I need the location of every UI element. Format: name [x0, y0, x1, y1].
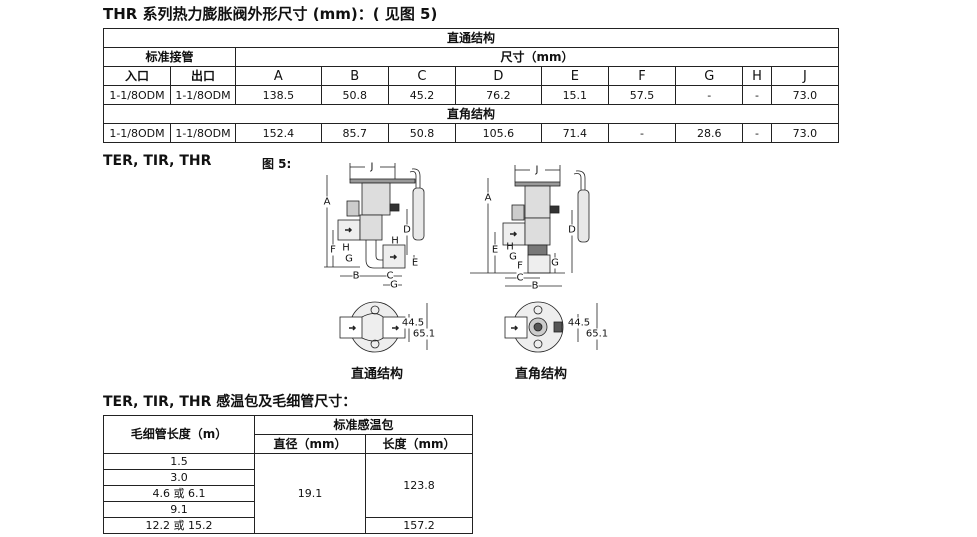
dim-label: G	[509, 251, 517, 263]
inlet-header: 入口	[103, 66, 171, 86]
dim-label: 65.1	[585, 328, 609, 340]
col-header: J	[770, 66, 840, 86]
cell: -	[607, 123, 677, 143]
models-label: TER, TIR, THR	[103, 153, 212, 169]
dim-label: F	[330, 244, 336, 256]
dim-label: D	[403, 224, 411, 236]
dim-label: B	[352, 270, 360, 282]
caption-angle: 直角结构	[514, 367, 568, 382]
col-header: H	[742, 66, 772, 86]
cell: 1-1/8ODM	[170, 85, 236, 105]
cell: 73.0	[770, 85, 840, 105]
col-header: F	[607, 66, 677, 86]
cell: 1.5	[103, 453, 255, 470]
section-straight: 直通结构	[103, 28, 839, 48]
caption-straight: 直通结构	[350, 367, 404, 382]
dim-label: B	[531, 280, 539, 292]
cell: -	[675, 85, 744, 105]
cell: 57.5	[607, 85, 677, 105]
outlet-header: 出口	[170, 66, 236, 86]
col-header: A	[235, 66, 322, 86]
dim-header: 尺寸（mm）	[235, 47, 839, 67]
col-header: C	[387, 66, 457, 86]
cell: 50.8	[320, 85, 389, 105]
dim-label: C	[516, 272, 524, 284]
col-header: D	[455, 66, 542, 86]
col-header: G	[675, 66, 744, 86]
dim-label: A	[323, 196, 331, 208]
dim-label: J	[535, 164, 539, 176]
cell: 152.4	[235, 123, 322, 143]
dim-label: G	[551, 257, 559, 269]
cell: 3.0	[103, 469, 255, 486]
cell: 4.6 或 6.1	[103, 485, 255, 502]
dim-label: H	[391, 235, 399, 247]
dim-label: C	[386, 270, 394, 282]
valve-dimensions-table: 直通结构 标准接管尺寸（mm） 入口 出口 A B C D E F G H J …	[103, 28, 840, 143]
cell: 28.6	[675, 123, 744, 143]
col-header: B	[320, 66, 389, 86]
dim-label: E	[411, 257, 419, 269]
angle-valve-drawing	[470, 165, 598, 353]
cell: 19.1	[254, 453, 366, 534]
cell: 157.2	[365, 517, 473, 534]
dim-label: E	[491, 244, 499, 256]
dim-label: 44.5	[567, 317, 591, 329]
cell: 76.2	[455, 85, 542, 105]
cell: 1-1/8ODM	[103, 123, 171, 143]
cap-length-header: 毛细管长度（m）	[103, 415, 255, 454]
table-row: 12.2 或 15.2 157.2	[103, 517, 473, 534]
cell: 138.5	[235, 85, 322, 105]
dim-label: 65.1	[412, 328, 436, 340]
cell: 15.1	[540, 85, 609, 105]
cell: -	[742, 123, 772, 143]
bulb-section-title: TER, TIR, THR 感温包及毛细管尺寸：	[103, 394, 357, 410]
page-title: THR 系列热力膨胀阀外形尺寸 (mm)：( 见图 5)	[103, 5, 438, 23]
diameter-header: 直径（mm）	[254, 434, 366, 454]
cell: 45.2	[387, 85, 457, 105]
dim-label: G	[345, 253, 353, 265]
dim-label: G	[390, 279, 398, 291]
col-header: E	[540, 66, 609, 86]
dim-label: J	[370, 161, 374, 173]
cell: 73.0	[770, 123, 840, 143]
cell: 1-1/8ODM	[170, 123, 236, 143]
cell: 71.4	[540, 123, 609, 143]
cell: 12.2 或 15.2	[103, 517, 255, 534]
cell: -	[742, 85, 772, 105]
std-conn-header: 标准接管	[103, 47, 236, 67]
dim-label: D	[568, 224, 576, 236]
cell: 85.7	[320, 123, 389, 143]
table-row: 4.6 或 6.1	[103, 485, 473, 502]
cell: 1-1/8ODM	[103, 85, 171, 105]
std-bulb-header: 标准感温包	[254, 415, 473, 435]
figure-5-diagram: J A D F H H G E B C G 44.5 65.1 直通结构 J A…	[310, 150, 610, 385]
length-header: 长度（mm）	[365, 434, 473, 454]
dim-label: F	[517, 260, 523, 272]
cell: 105.6	[455, 123, 542, 143]
straight-valve-drawing	[324, 163, 428, 353]
dim-label: A	[484, 192, 492, 204]
section-angle: 直角结构	[103, 104, 839, 124]
dim-label: H	[342, 242, 350, 254]
dim-label: H	[506, 241, 514, 253]
cell: 50.8	[387, 123, 457, 143]
valve-drawings	[324, 163, 598, 353]
figure-label: 图 5:	[262, 157, 292, 171]
dim-label: 44.5	[401, 317, 425, 329]
cell: 123.8	[365, 453, 473, 518]
cell: 9.1	[103, 501, 255, 518]
